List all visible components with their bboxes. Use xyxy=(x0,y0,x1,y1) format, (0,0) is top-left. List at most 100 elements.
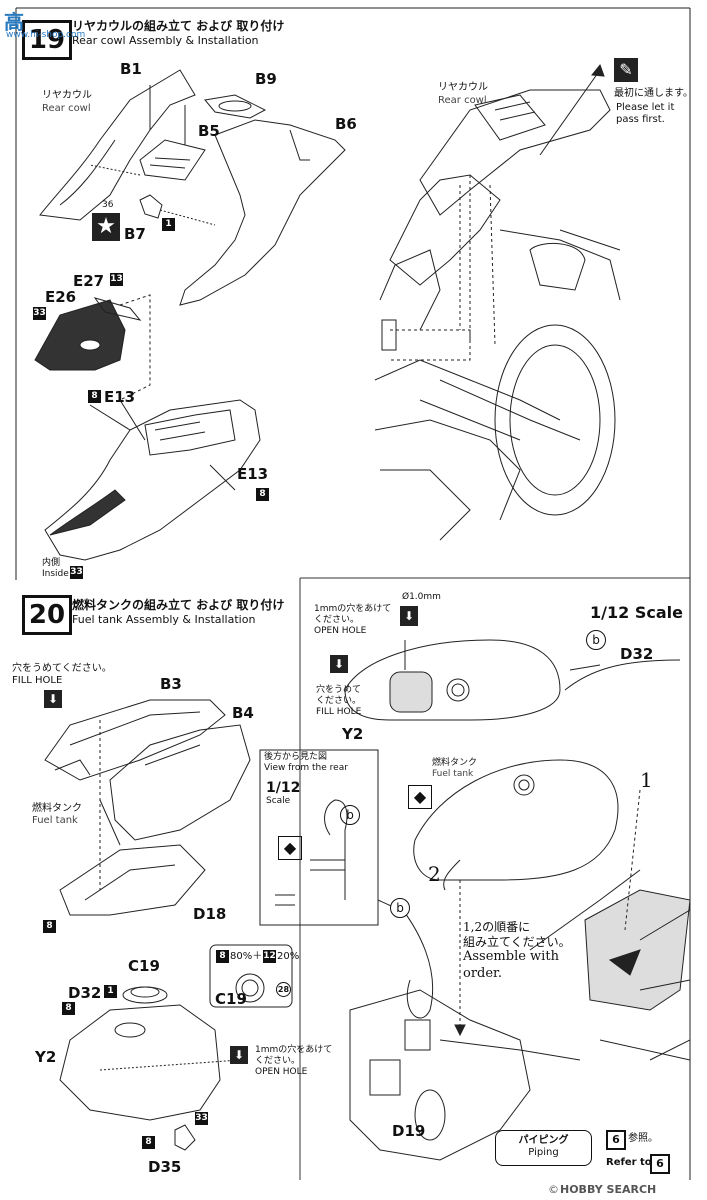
right-fill-jp-1: 穴をうめて xyxy=(316,685,362,695)
watermark-url: www.hi-shop.com xyxy=(6,30,86,40)
right-fuel-en: Fuel tank xyxy=(432,769,474,779)
drill-icon: ⬇ xyxy=(230,1046,248,1064)
part-e13-a: E13 xyxy=(104,388,136,406)
e26-color-badge: 33 xyxy=(33,307,46,320)
b7-part-number: 36 xyxy=(102,200,114,210)
b7-color-badge: 1 xyxy=(162,218,175,231)
order-en-1: Assemble with xyxy=(463,949,559,964)
copyright-mark: © xyxy=(548,1183,559,1196)
step-20-number: 20 xyxy=(22,595,72,635)
part-b6: B6 xyxy=(335,115,357,133)
part-d35: D35 xyxy=(148,1158,182,1176)
part-e13-b: E13 xyxy=(237,465,269,483)
right-fuel-jp: 燃料タンク xyxy=(432,758,478,768)
star-icon: ★ xyxy=(92,213,120,241)
part-b3: B3 xyxy=(160,675,182,693)
diamond-icon: ◆ xyxy=(278,836,302,860)
part-e27: E27 xyxy=(73,272,105,290)
part-d32-right: D32 xyxy=(620,645,654,663)
part-d19: D19 xyxy=(392,1122,426,1140)
c19b-color-badge: 28 xyxy=(276,982,291,997)
fuel-tank-en: Fuel tank xyxy=(32,815,78,826)
part-b1: B1 xyxy=(120,60,142,78)
watermark-logo: 高 xyxy=(4,10,24,34)
ref-jp: 参照。 xyxy=(628,1133,658,1144)
inside-label-jp: 内側 xyxy=(42,558,61,568)
open-hole-en: OPEN HOLE xyxy=(255,1067,308,1077)
rear-cowl-label-en: Rear cowl xyxy=(42,103,91,114)
e13b-color-badge: 8 xyxy=(256,488,269,501)
right-fill-jp-2: ください。 xyxy=(316,696,362,706)
pass-first-en-2: pass first. xyxy=(616,114,665,125)
order-en-2: order. xyxy=(463,966,502,981)
refer-to-label: Refer to xyxy=(606,1157,652,1168)
d35-color-badge-2: 33 xyxy=(195,1112,208,1125)
part-b9: B9 xyxy=(255,70,277,88)
view-scale-value: 1/12 xyxy=(266,780,301,796)
order-num-2: 2 xyxy=(428,862,441,886)
right-rear-cowl-jp: リヤカウル xyxy=(438,82,488,93)
inside-label-en: Inside xyxy=(42,569,69,579)
open-hole-jp-1: 1mmの穴をあけて xyxy=(255,1045,333,1055)
order-num-1: 1 xyxy=(640,768,653,792)
step-19-number: 19 xyxy=(22,20,72,60)
e13a-color-badge: 8 xyxy=(88,390,101,403)
piping-box: パイピング Piping xyxy=(495,1130,592,1166)
b-marker-top: b xyxy=(586,630,606,650)
fuel-tank-jp: 燃料タンク xyxy=(32,803,82,814)
d32-num-badge: 8 xyxy=(62,1002,75,1015)
color-mix-text-2: 20% xyxy=(277,951,300,962)
part-e26: E26 xyxy=(45,288,77,306)
mix-badge-2: 12 xyxy=(263,950,276,963)
right-open-hole-jp-1: 1mmの穴をあけて xyxy=(314,604,392,614)
paint-brush-icon: ✎ xyxy=(614,58,638,82)
right-diamond-icon: ◆ xyxy=(408,785,432,809)
d35-badge-33: 33 xyxy=(195,1112,208,1125)
part-b4: B4 xyxy=(232,704,254,722)
fill-hole-jp: 穴をうめてください。 xyxy=(12,663,112,674)
inside-color-badge: 33 xyxy=(70,566,83,579)
open-hole-jp-2: ください。 xyxy=(255,1056,301,1066)
part-y2-right: Y2 xyxy=(342,725,364,743)
right-rear-cowl-en: Rear cowl xyxy=(438,95,487,106)
hobby-search-watermark: HOBBY SEARCH xyxy=(560,1183,657,1196)
phi-10mm: Ø1.0mm xyxy=(402,592,441,602)
piping-en: Piping xyxy=(528,1147,559,1158)
part-b7: B7 xyxy=(124,225,146,243)
right-fill-en: FILL HOLE xyxy=(316,707,362,717)
scale-full: 1/12 Scale xyxy=(590,603,683,622)
right-fill-icon: ⬇ xyxy=(330,655,348,673)
step-20-title-jp: 燃料タンクの組み立て および 取り付け xyxy=(72,598,285,612)
ref-step-box-2: 6 xyxy=(650,1154,670,1174)
right-open-hole-en: OPEN HOLE xyxy=(314,626,367,636)
part-y2: Y2 xyxy=(35,1048,57,1066)
part-d32: D32 xyxy=(68,984,102,1002)
piping-jp: パイピング xyxy=(518,1135,569,1146)
pass-first-en-1: Please let it xyxy=(616,102,675,113)
d18-color-badge: 8 xyxy=(43,920,56,933)
e27-color-badge: 13 xyxy=(110,273,123,286)
step-19-title-en: Rear cowl Assembly & Installation xyxy=(72,34,259,47)
view-rear-en: View from the rear xyxy=(264,763,348,773)
rear-cowl-label-jp: リヤカウル xyxy=(42,90,92,101)
order-jp-1: 1,2の順番に xyxy=(463,920,531,934)
fill-hole-icon: ⬇ xyxy=(44,690,62,708)
step-20-title-en: Fuel tank Assembly & Installation xyxy=(72,613,256,626)
part-d18: D18 xyxy=(193,905,227,923)
pass-first-jp: 最初に通します。 xyxy=(614,88,693,99)
view-scale-word: Scale xyxy=(266,796,291,806)
step-19-title-jp: リヤカウルの組み立て および 取り付け xyxy=(72,19,285,33)
fill-hole-en: FILL HOLE xyxy=(12,675,63,686)
part-c19: C19 xyxy=(128,957,160,975)
part-c19-detail: C19 xyxy=(215,990,247,1008)
mix-badge-1: 8 xyxy=(216,950,229,963)
right-drill-icon: ⬇ xyxy=(400,606,418,626)
d35-color-badge-1: 8 xyxy=(142,1136,155,1149)
view-rear-jp: 後方から見た図 xyxy=(264,752,328,762)
b-marker-view: b xyxy=(340,805,360,825)
ref-step-box: 6 xyxy=(606,1130,626,1150)
d32-color-badge: 1 xyxy=(104,985,117,998)
part-b5: B5 xyxy=(198,122,220,140)
